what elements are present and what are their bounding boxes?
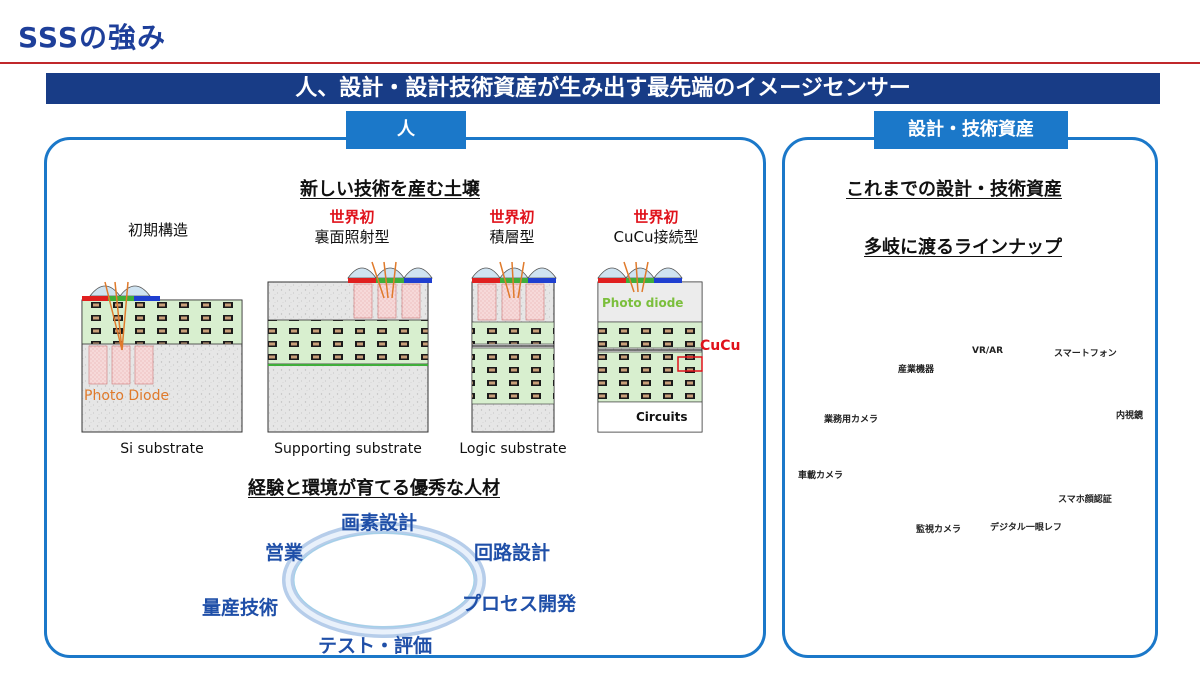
lineup-heading: 多岐に渡るラインナップ (864, 237, 1062, 258)
initial-structure-label: 初期構造 (127, 221, 188, 239)
fertile-ground-heading: 新しい技術を産む土壌 (300, 179, 480, 200)
circuits-label: Circuits (636, 410, 688, 424)
lineup-vr-ar: VR/AR (972, 346, 1004, 356)
ring-pixel-design: 画素設計 (341, 512, 418, 534)
design-assets-panel (782, 137, 1158, 658)
lineup-face-auth: スマホ顔認証 (1058, 495, 1112, 505)
stacked-structure-label: 積層型 (489, 228, 535, 246)
banner-marker (46, 88, 50, 91)
lineup-security: 監視カメラ (916, 525, 962, 535)
world-first-label-cucu: 世界初 (633, 208, 679, 226)
talent-ring (282, 522, 486, 638)
ring-test-eval: テスト・評価 (318, 635, 433, 657)
ring-sales: 営業 (265, 542, 304, 564)
lineup-smartphone: スマートフォン (1054, 349, 1117, 359)
lineup-automotive: 車載カメラ (798, 471, 844, 481)
talent-heading: 経験と環境が育てる優秀な人材 (248, 478, 500, 499)
main-banner: 人、設計・設計技術資産が生み出す最先端のイメージセンサー (46, 73, 1160, 104)
initial-structure-diagram (81, 281, 243, 433)
tab-design-assets: 設計・技術資産 (874, 111, 1068, 149)
cucu-structure-label: CuCu接続型 (613, 228, 699, 246)
design-assets-heading: これまでの設計・技術資産 (846, 179, 1062, 200)
lineup-industrial: 産業機器 (898, 365, 935, 375)
ring-circuit-design: 回路設計 (474, 542, 551, 564)
lineup-broadcast: 業務用カメラ (824, 415, 879, 425)
bsi-structure-label: 裏面照射型 (314, 228, 390, 246)
logic-substrate-label: Logic substrate (459, 441, 567, 457)
world-first-label-bsi: 世界初 (329, 208, 375, 226)
tab-people: 人 (346, 111, 466, 149)
si-substrate-label: Si substrate (120, 441, 204, 457)
bsi-structure-diagram (267, 261, 433, 433)
photo-diode-label: Photo Diode (84, 388, 170, 404)
lineup-dslr: デジタル一眼レフ (990, 523, 1062, 533)
world-first-label-stacked: 世界初 (489, 208, 535, 226)
lineup-endoscope: 内視鏡 (1116, 411, 1144, 421)
stacked-structure-diagram (471, 261, 557, 433)
ring-process-dev: プロセス開発 (462, 593, 577, 615)
cucu-callout-label: CuCu (700, 338, 741, 354)
title-divider (0, 62, 1200, 64)
photo-diode-label-cucu: Photo diode (602, 296, 684, 310)
cucu-structure-diagram (597, 261, 703, 433)
ring-mass-production: 量産技術 (202, 597, 279, 619)
supporting-substrate-label: Supporting substrate (274, 441, 422, 457)
page-title: SSSの強み (18, 21, 166, 54)
